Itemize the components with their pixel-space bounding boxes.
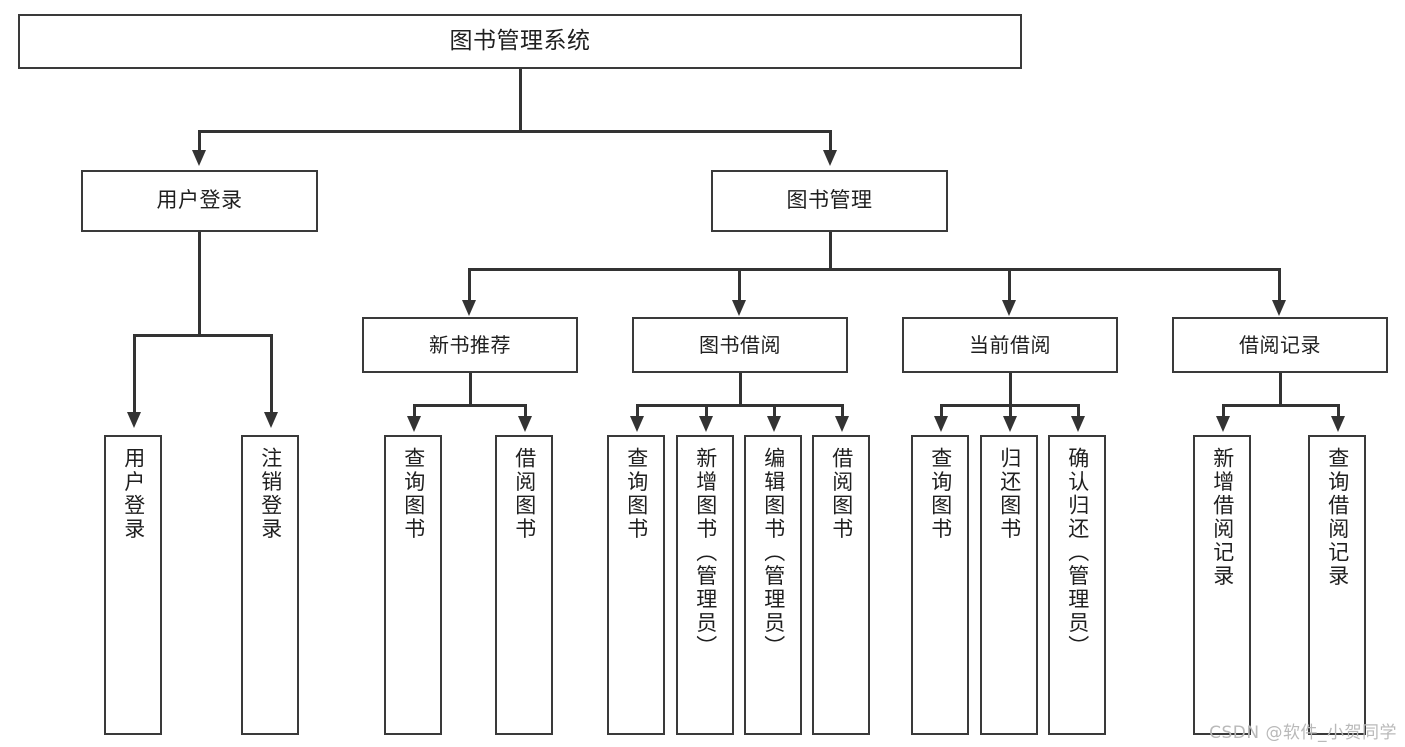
node-borrow-record[interactable]: 借阅记录	[1172, 317, 1388, 373]
node-label: 图书借阅	[699, 332, 781, 357]
connector-book-borrow-drop-2	[705, 404, 708, 418]
leaf-label: 借阅图书	[512, 447, 537, 541]
connector-level3-drop-4	[1278, 268, 1281, 302]
connector-borrow-record-drop-2	[1337, 404, 1340, 418]
node-user-login[interactable]: 用户登录	[81, 170, 318, 232]
connector-borrow-record-stem	[1279, 373, 1282, 406]
leaf-label: 查询图书	[624, 447, 649, 541]
leaf-label: 归还图书	[997, 447, 1022, 541]
connector-user-login-drop-1	[133, 334, 136, 414]
node-label: 当前借阅	[969, 332, 1051, 357]
node-current-borrow[interactable]: 当前借阅	[902, 317, 1118, 373]
leaf-add-borrow-record[interactable]: 新增借阅记录	[1193, 435, 1251, 735]
connector-user-login-stem	[198, 232, 201, 335]
leaf-add-book-admin[interactable]: 新增图书（管理员）	[676, 435, 734, 735]
connector-current-borrow-stem	[1009, 373, 1012, 406]
arrowhead-to-leaf-query-book-c	[934, 416, 948, 432]
arrowhead-to-new-book-recommend	[462, 300, 476, 316]
leaf-label: 借阅图书	[829, 447, 854, 541]
leaf-borrow-book-new[interactable]: 借阅图书	[495, 435, 553, 735]
connector-new-book-drop-1	[413, 404, 416, 418]
arrowhead-to-leaf-add-book	[699, 416, 713, 432]
connector-user-login-drop-2	[270, 334, 273, 414]
connector-new-book-bus	[413, 404, 526, 407]
arrowhead-to-current-borrow	[1002, 300, 1016, 316]
leaf-logout[interactable]: 注销登录	[241, 435, 299, 735]
leaf-label: 用户登录	[121, 447, 146, 541]
arrowhead-to-book-borrow	[732, 300, 746, 316]
connector-root-bus	[198, 130, 832, 133]
connector-current-borrow-drop-1	[940, 404, 943, 418]
connector-new-book-drop-2	[524, 404, 527, 418]
arrowhead-to-leaf-add-record	[1216, 416, 1230, 432]
leaf-label: 编辑图书（管理员）	[761, 447, 786, 659]
arrowhead-to-leaf-borrow-book-b	[835, 416, 849, 432]
node-label: 用户登录	[156, 188, 243, 213]
node-label: 图书管理系统	[449, 28, 591, 55]
connector-new-book-stem	[469, 373, 472, 406]
arrowhead-to-leaf-query-record	[1331, 416, 1345, 432]
arrowhead-to-leaf-confirm-return	[1071, 416, 1085, 432]
connector-level3-drop-2	[738, 268, 741, 302]
connector-level3-drop-3	[1008, 268, 1011, 302]
connector-current-borrow-drop-2	[1009, 404, 1012, 418]
connector-book-borrow-drop-3	[773, 404, 776, 418]
leaf-label: 注销登录	[258, 447, 283, 541]
node-book-management[interactable]: 图书管理	[711, 170, 948, 232]
arrowhead-to-leaf-query-book-a	[407, 416, 421, 432]
connector-book-borrow-drop-1	[636, 404, 639, 418]
node-root-system[interactable]: 图书管理系统	[18, 14, 1022, 69]
connector-root-drop-2	[829, 130, 832, 152]
connector-user-login-bus	[133, 334, 272, 337]
arrowhead-root-to-user-login	[192, 150, 206, 166]
connector-borrow-record-bus	[1222, 404, 1339, 407]
arrowhead-root-to-book-mgmt	[823, 150, 837, 166]
connector-level3-drop-1	[468, 268, 471, 302]
arrowhead-to-leaf-logout	[264, 412, 278, 428]
connector-book-borrow-stem	[739, 373, 742, 406]
leaf-query-book-new[interactable]: 查询图书	[384, 435, 442, 735]
leaf-label: 新增借阅记录	[1210, 447, 1235, 588]
leaf-label: 查询借阅记录	[1325, 447, 1350, 588]
leaf-label: 查询图书	[928, 447, 953, 541]
connector-root-drop-1	[198, 130, 201, 152]
connector-book-borrow-drop-4	[841, 404, 844, 418]
connector-borrow-record-drop-1	[1222, 404, 1225, 418]
node-label: 借阅记录	[1239, 332, 1321, 357]
leaf-user-login[interactable]: 用户登录	[104, 435, 162, 735]
leaf-label: 查询图书	[401, 447, 426, 541]
arrowhead-to-leaf-user-login	[127, 412, 141, 428]
leaf-label: 确认归还（管理员）	[1065, 447, 1090, 659]
arrowhead-to-leaf-borrow-book-a	[518, 416, 532, 432]
leaf-confirm-return-admin[interactable]: 确认归还（管理员）	[1048, 435, 1106, 735]
leaf-borrow-book[interactable]: 借阅图书	[812, 435, 870, 735]
leaf-query-book-current[interactable]: 查询图书	[911, 435, 969, 735]
node-label: 图书管理	[786, 188, 873, 213]
arrowhead-to-borrow-record	[1272, 300, 1286, 316]
node-label: 新书推荐	[429, 332, 511, 357]
connector-book-borrow-bus	[636, 404, 843, 407]
leaf-edit-book-admin[interactable]: 编辑图书（管理员）	[744, 435, 802, 735]
arrowhead-to-leaf-return-book	[1003, 416, 1017, 432]
leaf-return-book[interactable]: 归还图书	[980, 435, 1038, 735]
connector-root-stem	[519, 69, 522, 131]
connector-level3-bus	[468, 268, 1280, 271]
arrowhead-to-leaf-query-book-b	[630, 416, 644, 432]
leaf-query-borrow-record[interactable]: 查询借阅记录	[1308, 435, 1366, 735]
leaf-label: 新增图书（管理员）	[693, 447, 718, 659]
arrowhead-to-leaf-edit-book	[767, 416, 781, 432]
connector-current-borrow-drop-3	[1077, 404, 1080, 418]
node-new-book-recommend[interactable]: 新书推荐	[362, 317, 578, 373]
node-book-borrow[interactable]: 图书借阅	[632, 317, 848, 373]
leaf-query-book-borrow[interactable]: 查询图书	[607, 435, 665, 735]
connector-book-mgmt-stem	[829, 232, 832, 269]
